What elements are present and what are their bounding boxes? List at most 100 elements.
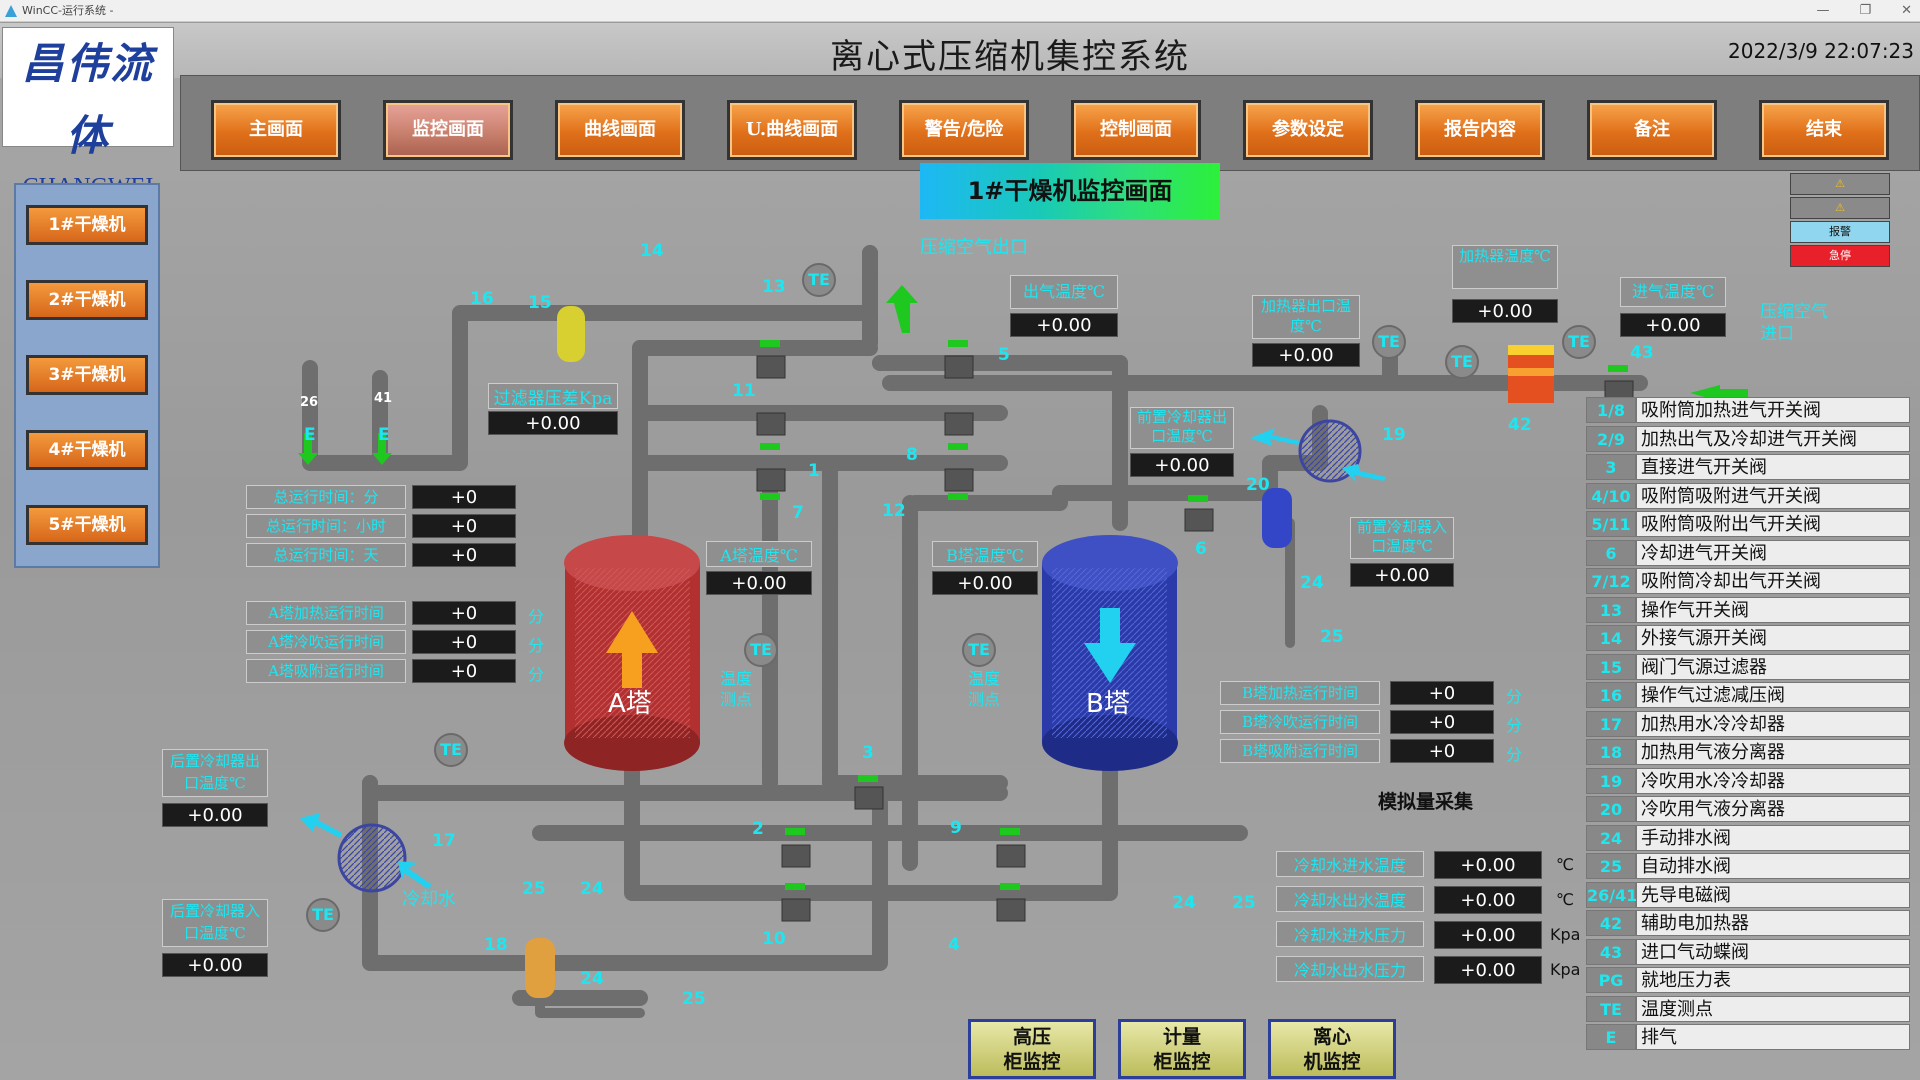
pre-cooler-out-temp-value: +0.00 bbox=[1130, 453, 1234, 477]
separator-20 bbox=[1262, 488, 1292, 548]
b-heat-time-value: +0 bbox=[1390, 681, 1494, 705]
alarm-indicator[interactable]: 报警 bbox=[1790, 221, 1890, 243]
legend-text: 吸附筒吸附出气开关阀 bbox=[1636, 511, 1910, 537]
warning-icon[interactable]: ⚠ bbox=[1790, 173, 1890, 195]
cw-out-press-value: +0.00 bbox=[1434, 956, 1542, 984]
tower-b-label: B塔 bbox=[1086, 689, 1130, 719]
air-inlet-label: 压缩空气进口 bbox=[1760, 302, 1828, 344]
legend-code: E bbox=[1586, 1024, 1636, 1050]
in-temp-value: +0.00 bbox=[1620, 313, 1726, 337]
nav-parameter-settings[interactable]: 参数设定 bbox=[1243, 100, 1373, 160]
nav-curve-screen[interactable]: 曲线画面 bbox=[555, 100, 685, 160]
cw-out-press-label: 冷却水出水压力 bbox=[1276, 956, 1424, 982]
nav-alarm-danger[interactable]: 警告/危险 bbox=[899, 100, 1029, 160]
a-heat-time-label: A塔加热运行时间 bbox=[246, 601, 406, 625]
dryer-5-button[interactable]: 5#干燥机 bbox=[26, 505, 148, 545]
nav-main-screen[interactable]: 主画面 bbox=[211, 100, 341, 160]
tag-2: 2 bbox=[752, 819, 764, 839]
total-min-value: +0 bbox=[412, 485, 516, 509]
temp-sensor-te[interactable]: TE bbox=[1445, 345, 1479, 379]
legend-code: 13 bbox=[1586, 596, 1636, 623]
b-heat-time-label: B塔加热运行时间 bbox=[1220, 681, 1380, 705]
unit-degc: ℃ bbox=[1556, 855, 1574, 874]
tag-24: 24 bbox=[1172, 893, 1196, 913]
out-temp-label: 出气温度℃ bbox=[1010, 275, 1118, 309]
nav-notes[interactable]: 备注 bbox=[1587, 100, 1717, 160]
legend-text: 温度测点 bbox=[1636, 995, 1910, 1022]
warning-icon[interactable]: ⚠ bbox=[1790, 197, 1890, 219]
cw-in-press-value: +0.00 bbox=[1434, 921, 1542, 949]
legend-text: 排气 bbox=[1636, 1024, 1910, 1050]
tag-25: 25 bbox=[522, 879, 546, 899]
nav-exit[interactable]: 结束 bbox=[1759, 100, 1889, 160]
centrifugal-monitor-button[interactable]: 离心 机监控 bbox=[1268, 1019, 1396, 1079]
nav-monitor-screen[interactable]: 监控画面 bbox=[383, 100, 513, 160]
heater-out-temp-label: 加热器出口温度℃ bbox=[1252, 295, 1360, 339]
outlet-arrow bbox=[886, 285, 918, 333]
cw-out-temp-value: +0.00 bbox=[1434, 886, 1542, 914]
legend-code: 15 bbox=[1586, 653, 1636, 680]
a-cool-time-label: A塔冷吹运行时间 bbox=[246, 630, 406, 654]
minimize-icon[interactable]: — bbox=[1816, 3, 1830, 18]
legend-text: 吸附筒吸附进气开关阀 bbox=[1636, 482, 1910, 509]
dryer-2-button[interactable]: 2#干燥机 bbox=[26, 280, 148, 320]
a-temp-label: A塔温度℃ bbox=[706, 541, 812, 567]
window-title: WinCC-运行系统 - bbox=[22, 4, 114, 17]
dryer-4-button[interactable]: 4#干燥机 bbox=[26, 430, 148, 470]
total-day-value: +0 bbox=[412, 543, 516, 567]
air-outlet-label: 压缩空气出口 bbox=[920, 237, 1028, 258]
legend-code: 14 bbox=[1586, 625, 1636, 651]
b-temp-value: +0.00 bbox=[932, 571, 1038, 595]
emergency-stop-indicator[interactable]: 急停 bbox=[1790, 245, 1890, 267]
b-adsorb-time-label: B塔吸附运行时间 bbox=[1220, 739, 1380, 763]
tag-25: 25 bbox=[1232, 893, 1256, 913]
tag-43: 43 bbox=[1630, 343, 1654, 363]
company-logo: 昌伟流体 CHANGWEI F.E. bbox=[2, 27, 174, 230]
tag-8: 8 bbox=[906, 445, 918, 465]
legend-code: TE bbox=[1586, 995, 1636, 1022]
temp-sensor-te[interactable]: TE bbox=[962, 633, 996, 667]
hv-cabinet-monitor-button[interactable]: 高压 柜监控 bbox=[968, 1019, 1096, 1079]
unit-min: 分 bbox=[528, 607, 545, 626]
legend-code: 19 bbox=[1586, 767, 1636, 794]
tag-24: 24 bbox=[580, 969, 604, 989]
restore-icon[interactable]: ❐ bbox=[1859, 3, 1872, 18]
total-hour-label: 总运行时间：小时 bbox=[246, 514, 406, 538]
legend-code: 2/9 bbox=[1586, 425, 1636, 452]
nav-report-content[interactable]: 报告内容 bbox=[1415, 100, 1545, 160]
temp-sensor-te[interactable]: TE bbox=[1562, 325, 1596, 359]
legend-text: 吸附筒冷却出气开关阀 bbox=[1636, 568, 1910, 594]
tag-1: 1 bbox=[808, 461, 820, 481]
post-cooler-in-temp-value: +0.00 bbox=[162, 953, 268, 977]
nav-control-screen[interactable]: 控制画面 bbox=[1071, 100, 1201, 160]
cooler-17 bbox=[337, 823, 407, 893]
exhaust-e-label: E bbox=[304, 425, 316, 445]
legend-text: 辅助电加热器 bbox=[1636, 910, 1910, 936]
close-icon[interactable]: ✕ bbox=[1901, 3, 1912, 18]
b-cool-time-value: +0 bbox=[1390, 710, 1494, 734]
nav-u-curve-screen[interactable]: U.曲线画面 bbox=[727, 100, 857, 160]
window-titlebar: WinCC-运行系统 - — ❐ ✕ bbox=[0, 0, 1920, 22]
b-temp-label: B塔温度℃ bbox=[932, 541, 1038, 567]
a-adsorb-time-value: +0 bbox=[412, 659, 516, 683]
temp-sensor-te[interactable]: TE bbox=[1372, 325, 1406, 359]
legend-code: 25 bbox=[1586, 853, 1636, 879]
app-icon bbox=[5, 5, 17, 17]
dryer-1-button[interactable]: 1#干燥机 bbox=[26, 205, 148, 245]
temp-sensor-te[interactable]: TE bbox=[802, 263, 836, 297]
button-line-2: 柜监控 bbox=[1003, 1051, 1061, 1073]
dryer-3-button[interactable]: 3#干燥机 bbox=[26, 355, 148, 395]
temp-sensor-te[interactable]: TE bbox=[434, 733, 468, 767]
window-controls: — ❐ ✕ bbox=[1816, 0, 1912, 22]
legend-code: 20 bbox=[1586, 796, 1636, 822]
legend-text: 先导电磁阀 bbox=[1636, 881, 1910, 908]
metering-cabinet-monitor-button[interactable]: 计量 柜监控 bbox=[1118, 1019, 1246, 1079]
tag-25: 25 bbox=[682, 989, 706, 1009]
temp-sensor-te[interactable]: TE bbox=[744, 633, 778, 667]
temp-sensor-te[interactable]: TE bbox=[306, 898, 340, 932]
